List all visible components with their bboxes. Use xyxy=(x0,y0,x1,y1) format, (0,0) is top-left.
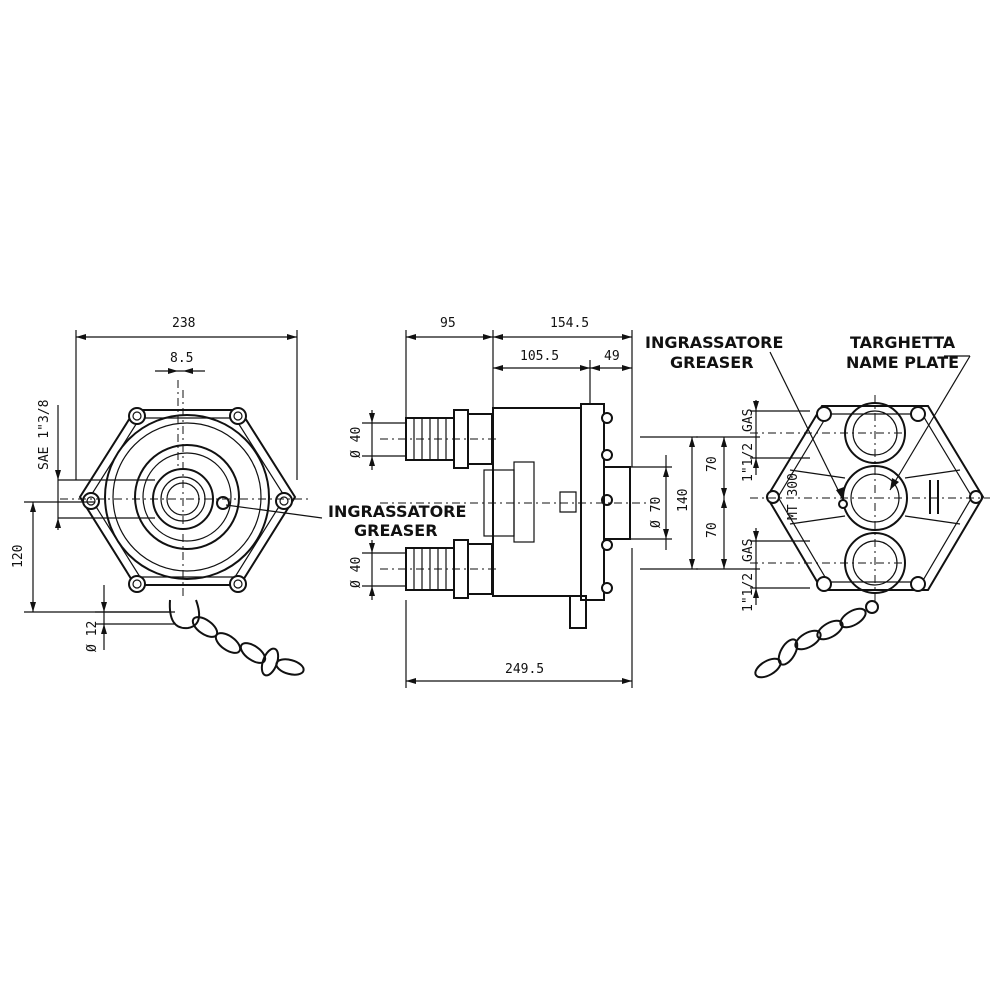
rear-gas-bottom: GAS xyxy=(741,539,756,562)
rear-gas-bottom-size: 1"1/2 xyxy=(741,573,756,612)
dim-238: 238 xyxy=(172,316,195,331)
dim-hub: Ø 70 xyxy=(649,497,664,528)
front-housing-circle xyxy=(104,414,270,580)
front-chain xyxy=(191,616,305,677)
front-greaser-callout-2: GREASER xyxy=(354,521,438,540)
dim-sae: SAE 1"3/8 xyxy=(37,400,52,470)
side-flange xyxy=(580,403,605,601)
dim-140: 140 xyxy=(676,489,691,512)
dim-105-5: 105.5 xyxy=(520,349,559,364)
dim-249-5: 249.5 xyxy=(505,662,544,677)
dim-49: 49 xyxy=(604,349,620,364)
dim-port-bottom: Ø 40 xyxy=(349,557,364,588)
dim-120: 120 xyxy=(11,545,26,568)
front-bolt-holes xyxy=(82,407,293,593)
rear-chain xyxy=(754,607,867,679)
rear-dim-70-lower: 70 xyxy=(705,522,720,538)
rear-greaser-callout-2: GREASER xyxy=(670,353,754,372)
dim-154-5: 154.5 xyxy=(550,316,589,331)
rear-plate-callout-2: NAME PLATE xyxy=(846,353,959,372)
rear-dim-70-upper: 70 xyxy=(705,456,720,472)
front-greaser xyxy=(216,496,230,510)
dim-pin: Ø 12 xyxy=(85,621,100,652)
front-view: 238 8.5 120 SAE 1"3/8 Ø 12 INGRASSATORE … xyxy=(11,316,466,677)
side-body xyxy=(492,407,582,597)
rear-plate-callout-1: TARGHETTA xyxy=(850,333,956,352)
rear-gas-top-size: 1"1/2 xyxy=(741,443,756,482)
rear-greaser xyxy=(838,499,848,509)
rear-view: INGRASSATORE GREASER TARGHETTA NAME PLAT… xyxy=(645,333,990,679)
rear-gas-top: GAS xyxy=(741,409,756,432)
dim-port-top: Ø 40 xyxy=(349,427,364,458)
rear-greaser-callout-1: INGRASSATORE xyxy=(645,333,783,352)
front-greaser-callout-1: INGRASSATORE xyxy=(328,502,466,521)
dim-95: 95 xyxy=(440,316,456,331)
dim-8-5: 8.5 xyxy=(170,351,193,366)
side-view: 95 154.5 105.5 49 Ø 40 Ø 40 Ø 70 xyxy=(349,316,698,688)
rear-model-label: MT 300 xyxy=(786,473,801,520)
front-hex-body xyxy=(78,409,297,586)
